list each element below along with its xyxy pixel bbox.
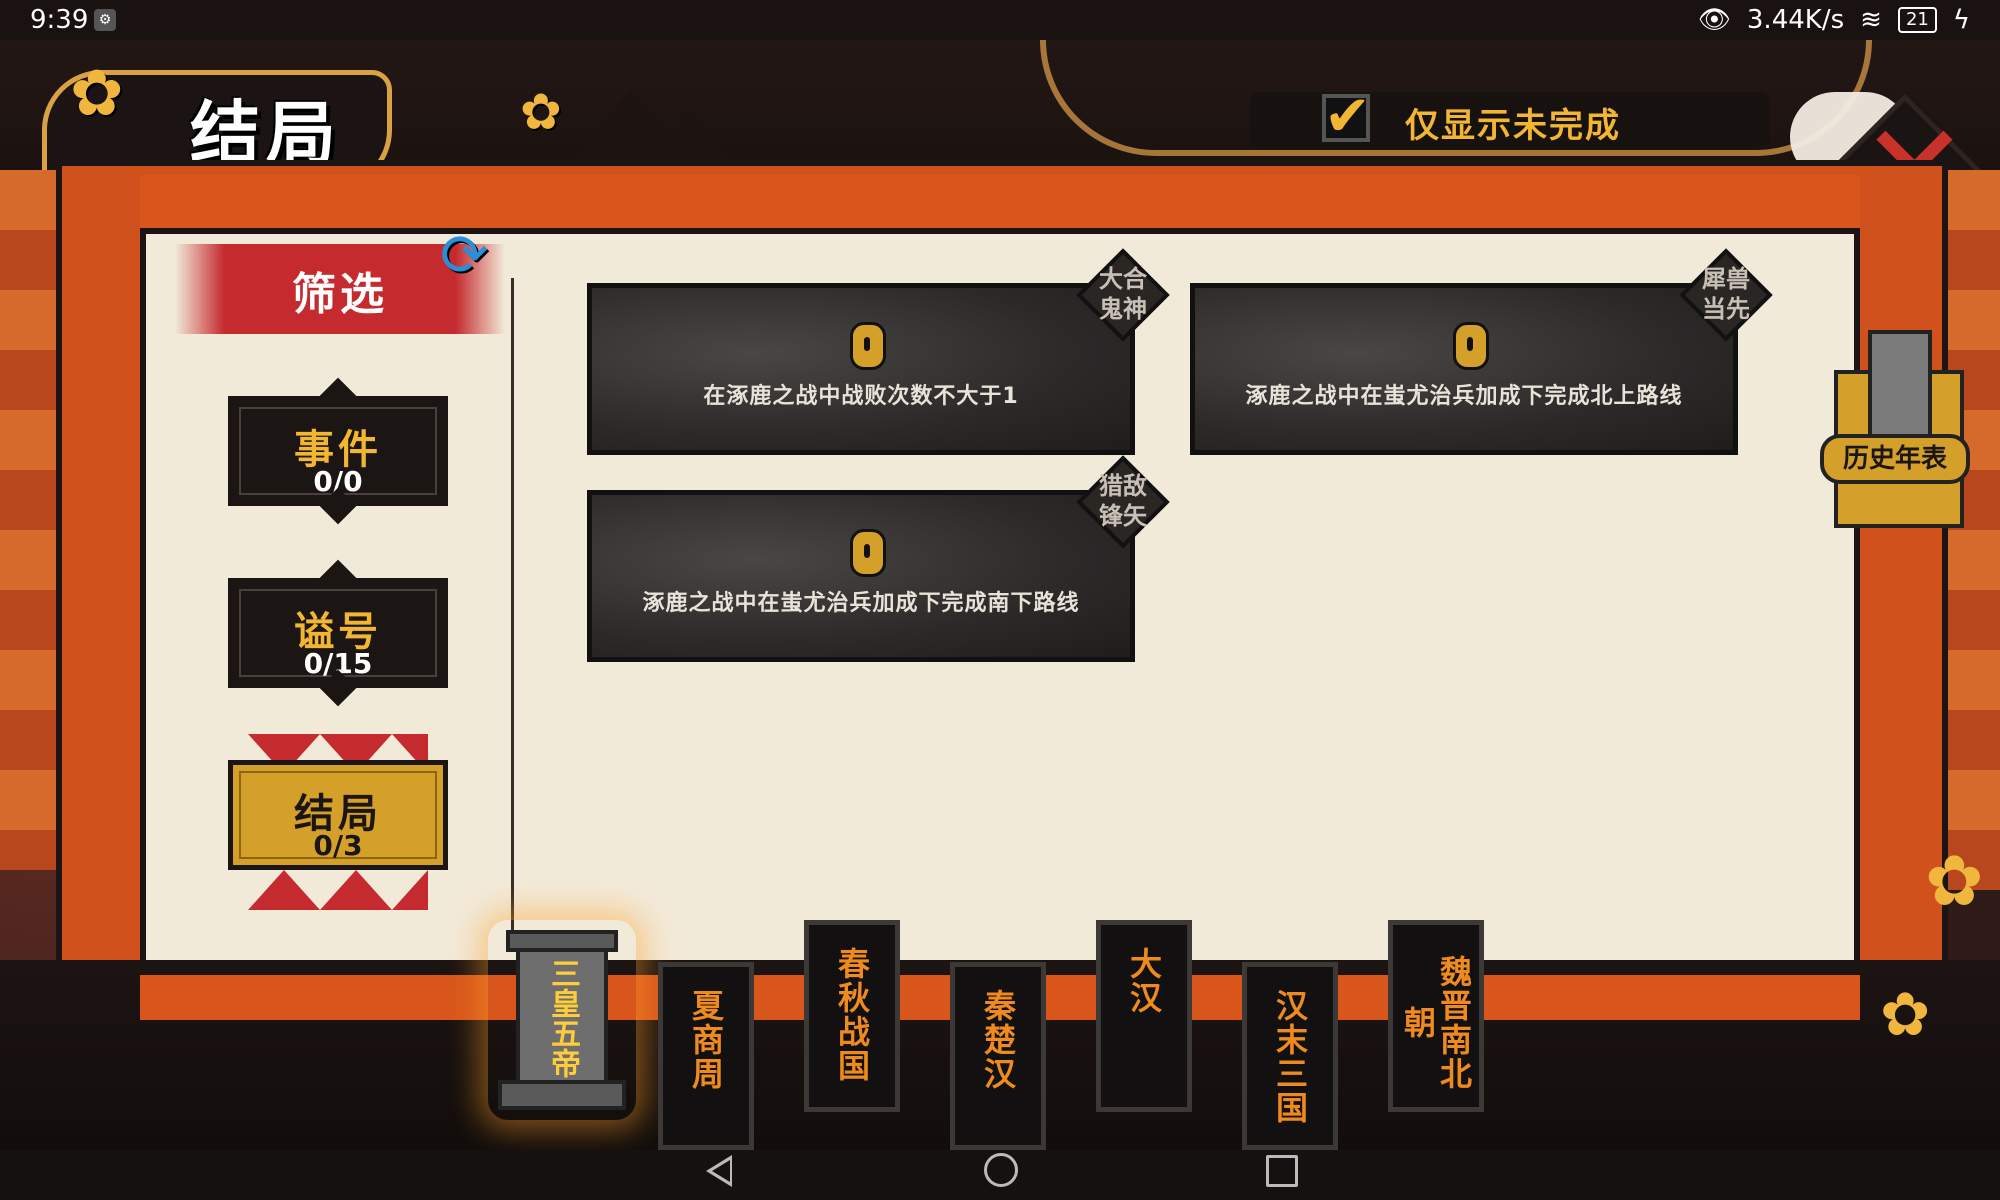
- pillar-body: [516, 940, 608, 1090]
- ending-name-line: 猎敌: [1099, 472, 1147, 500]
- refresh-icon[interactable]: ⟳: [440, 221, 489, 289]
- filter-header: [175, 244, 505, 334]
- status-right: 👁 3.44K/s ≋ 21 ϟ: [1698, 5, 1970, 35]
- button-inner-border: [239, 771, 437, 859]
- ending-card[interactable]: 在涿鹿之战中战败次数不大于1 大合鬼神: [587, 248, 1170, 455]
- lock-icon: [850, 322, 886, 370]
- battery-level: 21: [1897, 7, 1937, 33]
- ending-description: 在涿鹿之战中战败次数不大于1: [703, 384, 1019, 409]
- frame-stripe: [140, 175, 1860, 230]
- ending-name-line: 鬼神: [1099, 295, 1147, 323]
- era-label: 秦楚汉: [979, 989, 1017, 1091]
- lock-icon: [850, 529, 886, 577]
- category-titles-button[interactable]: 谥号 0/15: [228, 559, 448, 707]
- ending-tag: 大合鬼神: [1076, 248, 1170, 342]
- ending-name-line: 犀兽: [1702, 265, 1750, 293]
- flower-icon: ✿: [520, 83, 562, 141]
- ending-tag: 猎敌锋矢: [1076, 455, 1170, 549]
- category-endings-button[interactable]: 结局 0/3: [228, 760, 448, 870]
- era-label: 春秋战国: [833, 947, 871, 1083]
- era-label: 魏晋南北朝: [1399, 955, 1473, 1091]
- history-timeline-button[interactable]: 历史年表: [1820, 330, 1970, 530]
- recent-apps-icon[interactable]: [1266, 1155, 1298, 1187]
- pillar-base: [498, 1080, 626, 1110]
- ending-card[interactable]: 涿鹿之战中在蚩尤治兵加成下完成北上路线 犀兽当先: [1190, 248, 1773, 455]
- left-border-decoration: [0, 170, 56, 870]
- filter-title: 筛选: [292, 269, 388, 320]
- category-label: 谥号: [294, 609, 382, 655]
- era-tab-hanmo-sanguo[interactable]: 汉末三国: [1242, 962, 1338, 1150]
- only-unfinished-checkbox[interactable]: ✔: [1322, 84, 1371, 149]
- notification-icon: ⚙: [94, 9, 116, 31]
- era-label: 三皇五帝: [545, 958, 580, 1078]
- era-label: 夏商周: [687, 989, 725, 1091]
- status-bar: 9:39 ⚙ 👁 3.44K/s ≋ 21 ϟ: [0, 0, 2000, 40]
- era-label: 汉末三国: [1271, 989, 1309, 1125]
- checkmark-icon: ✔: [1324, 84, 1371, 149]
- ending-card[interactable]: 涿鹿之战中在蚩尤治兵加成下完成南下路线 猎敌锋矢: [587, 455, 1170, 662]
- ending-name: 猎敌锋矢: [1080, 471, 1166, 531]
- eye-icon: 👁: [1697, 5, 1731, 35]
- flower-icon: ✿: [1880, 980, 1931, 1050]
- era-tab-dahan[interactable]: 大汉: [1096, 920, 1192, 1112]
- network-speed: 3.44K/s: [1746, 5, 1845, 35]
- ending-name-line: 大合: [1099, 265, 1147, 293]
- home-icon[interactable]: [984, 1153, 1018, 1187]
- era-tab-weijin-nanbeichao[interactable]: 魏晋南北朝: [1388, 920, 1484, 1112]
- era-tab-chunqiu-zhanguo[interactable]: 春秋战国: [804, 920, 900, 1112]
- flower-icon: ✿: [70, 57, 124, 131]
- era-label: 大汉: [1125, 947, 1163, 1015]
- pillar-cap: [506, 930, 618, 952]
- ending-tag: 犀兽当先: [1679, 248, 1773, 342]
- wifi-icon: ≋: [1860, 5, 1882, 35]
- ending-description: 涿鹿之战中在蚩尤治兵加成下完成南下路线: [642, 591, 1080, 616]
- category-label: 结局: [294, 791, 382, 837]
- back-icon[interactable]: [706, 1155, 732, 1187]
- ending-name-line: 锋矢: [1099, 502, 1147, 530]
- column-divider: [511, 278, 514, 938]
- flower-icon: ✿: [1925, 840, 1984, 922]
- ending-description: 涿鹿之战中在蚩尤治兵加成下完成北上路线: [1245, 384, 1683, 409]
- only-unfinished-label[interactable]: 仅显示未完成: [1405, 106, 1621, 146]
- pillar-icon: [1868, 330, 1932, 448]
- era-tab-sanhuang-wudi[interactable]: 三皇五帝: [498, 930, 626, 1110]
- status-time: 9:39: [30, 5, 89, 35]
- lock-icon: [1453, 322, 1489, 370]
- era-tab-qin-chu-han[interactable]: 秦楚汉: [950, 962, 1046, 1150]
- ending-name-line: 当先: [1702, 295, 1750, 323]
- ending-name: 犀兽当先: [1683, 264, 1769, 324]
- category-count: 0/3: [313, 829, 363, 862]
- era-tab-xia-shang-zhou[interactable]: 夏商周: [658, 962, 754, 1150]
- category-label: 事件: [294, 427, 382, 473]
- ending-name: 大合鬼神: [1080, 264, 1166, 324]
- history-label: 历史年表: [1820, 434, 1970, 484]
- bolt-icon: ϟ: [1952, 5, 1970, 35]
- category-events-button[interactable]: 事件 0/0: [228, 377, 448, 525]
